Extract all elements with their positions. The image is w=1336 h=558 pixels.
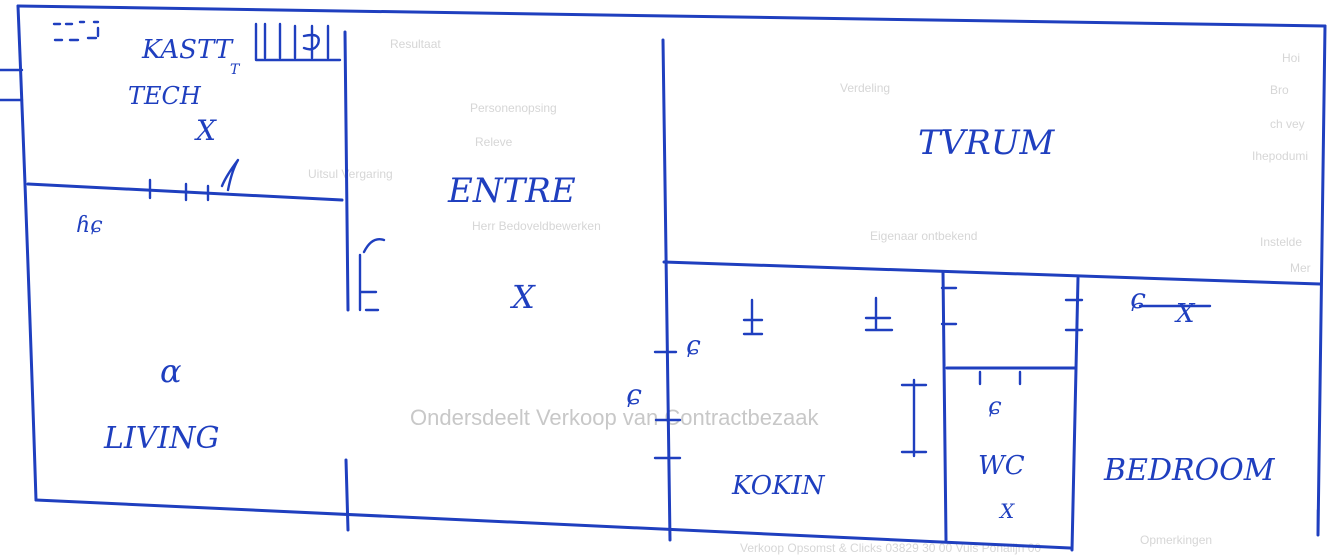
outer-walls	[0, 4, 1327, 550]
room-label-tvrum: TVRUM	[918, 123, 1055, 163]
wc-cross-mark: X	[998, 499, 1015, 523]
kitchen-door-swing: ɕ	[686, 331, 701, 361]
ghost-col-3: Personenopsing	[470, 101, 557, 115]
background-document: Hoi Bro ch vey Ihepodumi Instelde Mer Re…	[308, 37, 1311, 555]
ghost-row-label-4: Ihepodumi	[1252, 149, 1308, 163]
ghost-footer-label: Opmerkingen	[1140, 533, 1212, 547]
wardrobe-scribble	[302, 33, 320, 51]
ghost-row-label-6: Mer	[1290, 261, 1311, 275]
wall-kitchen-wc	[941, 270, 948, 542]
wardrobe-fixture	[254, 22, 342, 62]
room-labels: KASTT T TECH X ɦɕ ENTRE X TVRUM α LIVING…	[76, 35, 1276, 523]
ghost-col-2: Verdeling	[840, 81, 890, 95]
room-label-tech: TECH	[128, 82, 202, 110]
entre-door-marks	[358, 238, 386, 312]
ghost-row-label-2: Bro	[1270, 83, 1289, 97]
fixtures	[52, 20, 1212, 460]
room-label-kast: KASTT	[141, 35, 234, 65]
ghost-row-label-1: Hoi	[1282, 51, 1300, 65]
wall-entre-east	[661, 38, 672, 542]
wc-door-swing: ɕ	[988, 392, 1002, 420]
dashed-box	[52, 20, 100, 42]
living-alpha-mark: α	[160, 352, 182, 390]
room-label-living: LIVING	[103, 421, 220, 456]
wall-bottom	[34, 498, 1072, 550]
room-label-kitchen: KOKIN	[731, 471, 826, 501]
wall-left	[16, 4, 38, 502]
room-label-bedroom: BEDROOM	[1103, 453, 1276, 488]
bedroom-door-swing: ɕ	[1130, 282, 1146, 315]
ghost-row-label-3: ch vey	[1270, 117, 1305, 131]
interior-walls	[26, 30, 1322, 552]
room-label-t-mark: T	[230, 62, 241, 78]
kitchen-counter	[900, 378, 928, 458]
tech-door-swing	[220, 158, 240, 192]
ghost-col-1: Resultaat	[390, 37, 441, 51]
ghost-col-6: Herr Bedoveldbewerken	[472, 219, 601, 233]
tech-cross-mark: X	[194, 114, 217, 147]
wc-ticks	[940, 286, 1084, 386]
room-label-wc: WC	[978, 451, 1025, 481]
wall-top	[16, 4, 1327, 28]
kitchen-fixture-2	[864, 296, 894, 332]
wall-living-entre-lower	[344, 458, 350, 532]
ghost-heading: Ondersdeelt Verkoop van Contractbezaak	[410, 405, 819, 430]
room-label-entre: ENTRE	[447, 171, 576, 211]
wall-right	[1316, 24, 1327, 537]
wall-tech-entre-upper	[343, 30, 350, 312]
wall-wc-bedroom	[1070, 276, 1080, 552]
entre-east-ticks	[653, 350, 682, 460]
bedroom-cross-mark: X	[1174, 299, 1196, 329]
tech-ticks	[148, 178, 210, 202]
entre-door-swing: ɕ	[626, 378, 642, 411]
ghost-col-7: Eigenaar ontbekend	[870, 229, 977, 243]
stair-hint-mark: ɦɕ	[76, 213, 103, 238]
entre-cross-mark: X	[509, 278, 536, 316]
ghost-col-4: Releve	[475, 135, 513, 149]
kitchen-fixture-1	[742, 298, 764, 336]
ghost-row-label-5: Instelde	[1260, 235, 1302, 249]
wall-tvrum-south	[662, 260, 1322, 286]
ghost-col-5: Uitsul Vergaring	[308, 167, 393, 181]
